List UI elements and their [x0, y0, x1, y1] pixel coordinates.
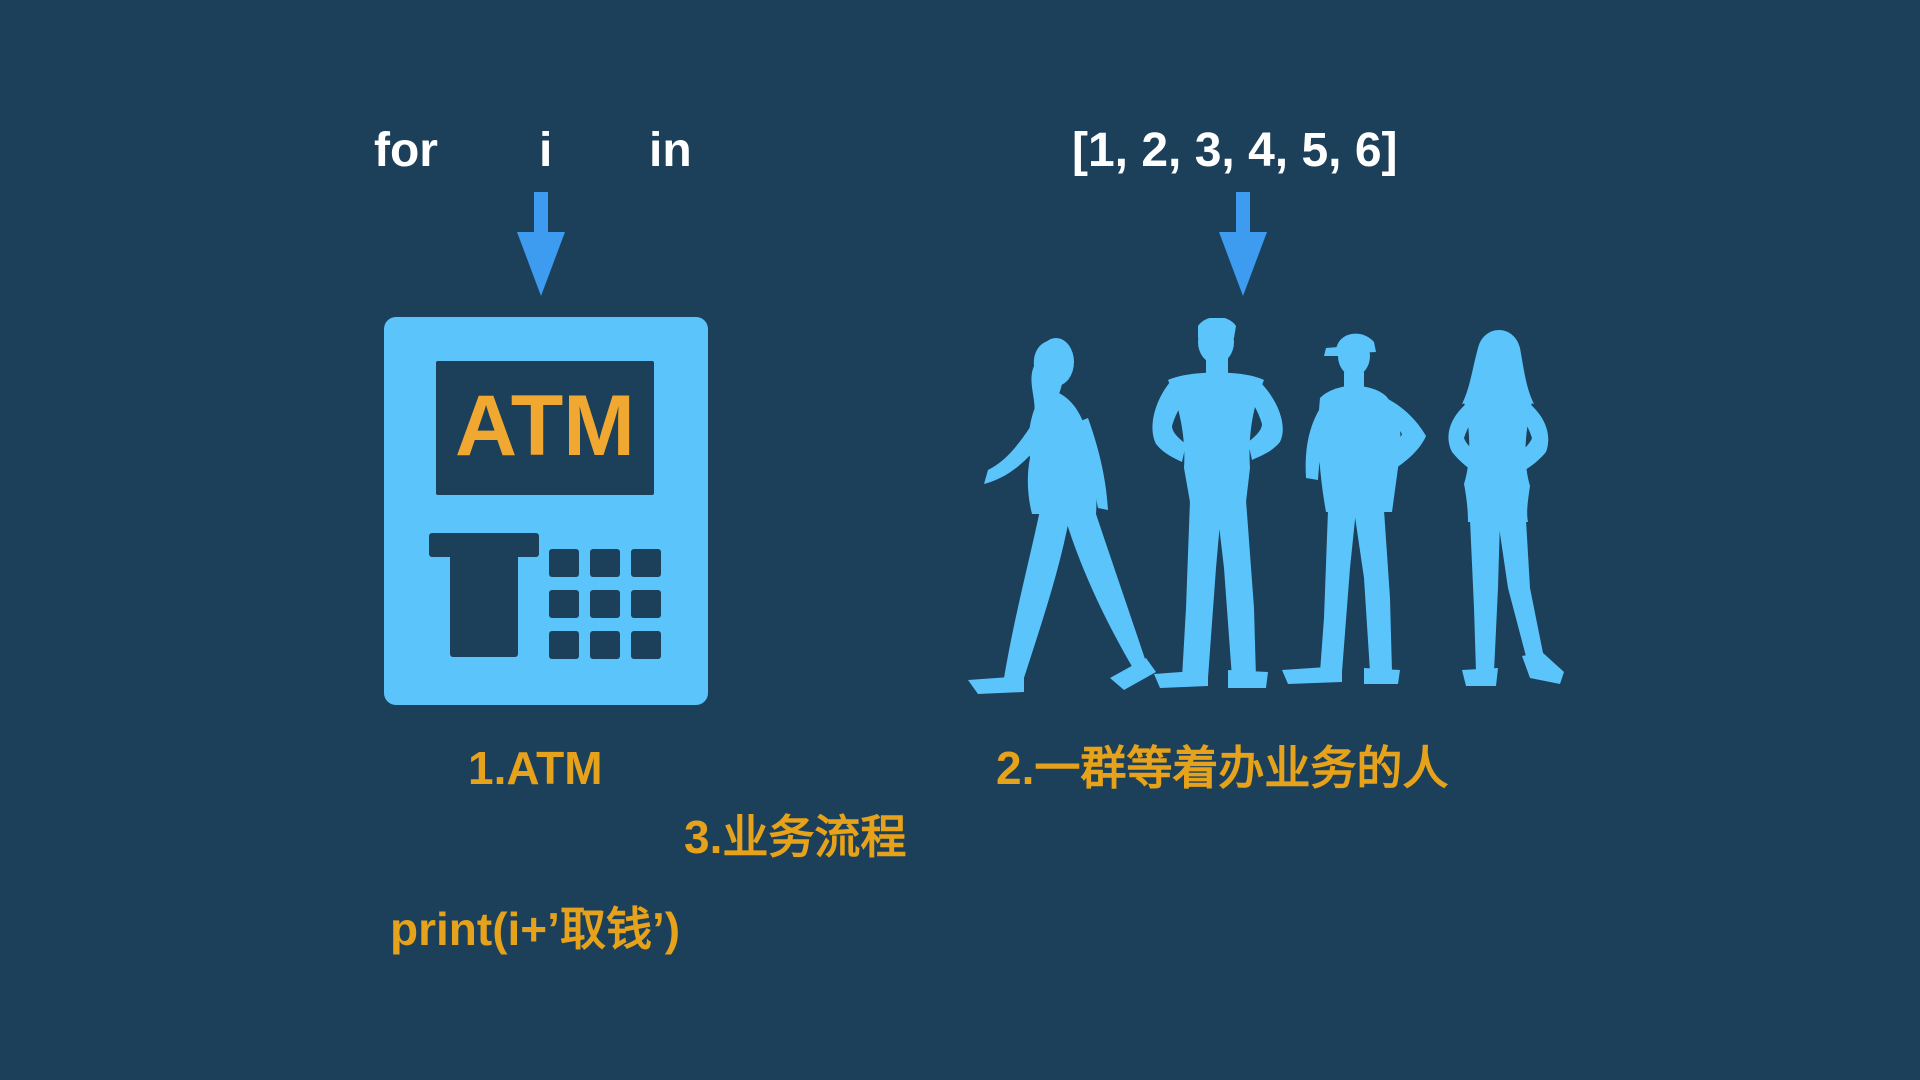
- person-silhouette-icon: [1152, 318, 1283, 688]
- atm-icon: ATM: [384, 317, 708, 705]
- atm-screen-text: ATM: [455, 378, 635, 474]
- card-slot-icon: [429, 533, 539, 557]
- code-in-keyword: in: [649, 124, 692, 177]
- people-label: 2.一群等着办业务的人: [996, 742, 1449, 794]
- arrow-down-icon: [517, 192, 565, 296]
- code-loop-variable: i: [539, 124, 553, 177]
- atm-screen: [436, 361, 654, 495]
- person-silhouette-icon: [968, 338, 1156, 694]
- atm-label: 1.ATM: [468, 742, 603, 794]
- code-iterable-list: [1, 2, 3, 4, 5, 6]: [1072, 124, 1398, 177]
- keypad-icon: [549, 549, 661, 659]
- print-statement: print(i+’取钱’): [390, 903, 681, 955]
- person-silhouette-icon: [1282, 333, 1426, 684]
- person-silhouette-icon: [1448, 330, 1564, 686]
- arrow-down-icon: [1219, 192, 1267, 296]
- card-icon: [450, 553, 518, 657]
- process-label: 3.业务流程: [684, 811, 907, 863]
- code-for-keyword: for: [374, 124, 438, 177]
- people-silhouette-icon: [968, 318, 1564, 694]
